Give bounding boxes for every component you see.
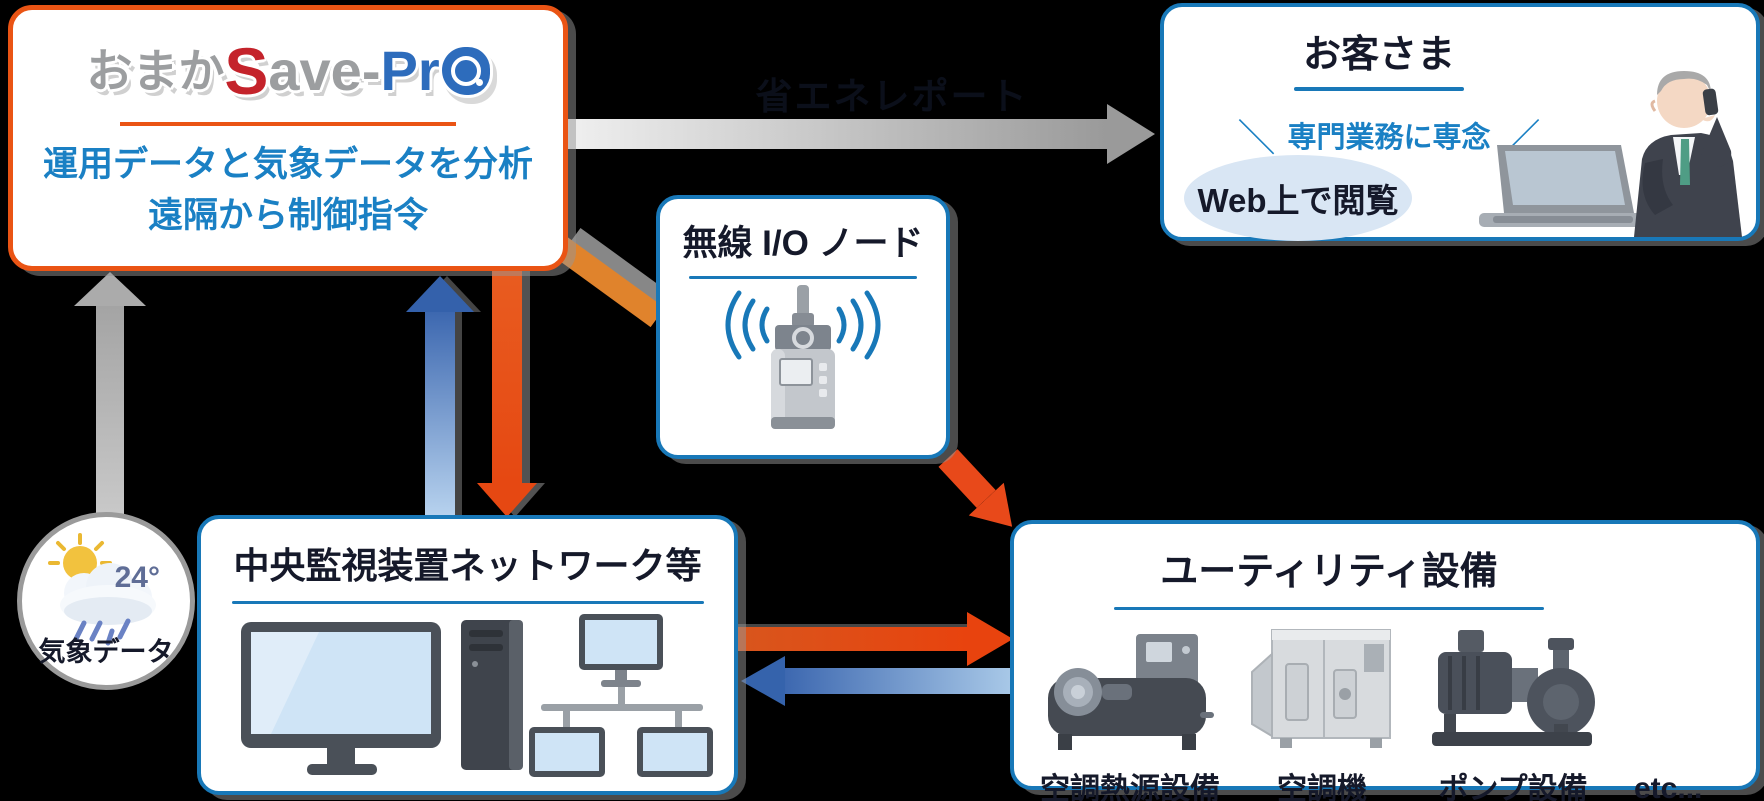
weather-data-circle: 24° 気象データ xyxy=(17,512,195,690)
weather-icon xyxy=(48,533,156,646)
arrow-cloud-to-customer xyxy=(540,104,1155,164)
customer-box: お客さま ＼ 専門業務に専念 ／ Web上で閲覧 xyxy=(1160,3,1760,241)
equipment-label: 空調熱源設備 xyxy=(1040,773,1220,801)
network-tree-icon xyxy=(528,614,713,777)
central-monitoring-box: 中央監視装置ネットワーク等 xyxy=(197,515,738,795)
wireless-device-icon xyxy=(725,285,881,429)
arrow-head-right-icon xyxy=(1107,104,1155,164)
orange-divider xyxy=(120,122,456,126)
arrow-shaft xyxy=(785,668,1013,694)
link-cloud-to-wireless xyxy=(551,236,665,328)
logo-text-s: S xyxy=(224,34,269,108)
signal-waves-left-icon xyxy=(725,290,770,360)
arrow-utility-to-monitoring xyxy=(741,656,1013,706)
monitoring-computers-illustration xyxy=(240,614,713,777)
report-label: 省エネレポート xyxy=(755,76,1029,117)
cloud-description: 運用データと気象データを分析 遠隔から制御指令 xyxy=(13,140,563,242)
customer-callout: ＼ 専門業務に専念 ／ xyxy=(1189,107,1589,162)
pump-icon xyxy=(1432,630,1595,746)
wireless-device-body xyxy=(771,285,835,429)
utility-title: ユーティリティ設備 xyxy=(1160,551,1498,593)
businessman-illustration xyxy=(1479,71,1742,237)
arrow-head-up-icon xyxy=(74,272,146,306)
arrow-shaft xyxy=(492,271,522,483)
arrow-weather-to-cloud xyxy=(74,272,146,518)
chiller-icon xyxy=(1048,634,1214,750)
omaka-save-pro-logo: おまか S ave- Pr xyxy=(13,30,563,112)
wireless-title: 無線 I/O ノード xyxy=(682,224,924,263)
businessman-figure xyxy=(1634,71,1742,237)
equipment-item: 空調熱源設備 xyxy=(1040,626,1220,801)
logo-text-ave: ave- xyxy=(268,39,381,102)
arrow-monitoring-to-cloud xyxy=(406,276,474,516)
equipment-item: 空調機 xyxy=(1246,620,1398,801)
title-underline xyxy=(1114,607,1544,610)
callout-text: 専門業務に専念 xyxy=(1287,121,1491,154)
equipment-item: ポンプ設備 xyxy=(1424,628,1602,801)
cloud-description-line1: 運用データと気象データを分析 xyxy=(42,145,533,184)
arrow-head-left-icon xyxy=(741,656,785,706)
logo-head-ring xyxy=(450,56,481,86)
arrow-shaft xyxy=(425,312,455,516)
logo-head-dot xyxy=(475,79,483,86)
cloud-service-box: おまか S ave- Pr 運用データと気象データを分析 遠隔から制御指令 xyxy=(8,5,568,271)
arrow-cloud-to-monitoring xyxy=(477,271,537,517)
utility-equipment-row: 空調熱源設備 空調機 xyxy=(1040,620,1756,801)
signal-waves-right-icon xyxy=(836,290,881,360)
logo-text-pr: Pr xyxy=(380,39,440,102)
wireless-io-node-box: 無線 I/O ノード xyxy=(656,195,950,459)
title-underline xyxy=(689,276,917,279)
arrow-head-up-icon xyxy=(406,276,474,312)
arrow-shaft xyxy=(540,119,1107,149)
web-view-text: Web上で閲覧 xyxy=(1197,182,1399,219)
arrow-shaft xyxy=(735,627,967,651)
slash-left-icon: ＼ xyxy=(1237,118,1276,160)
logo-text-prefix: おまか xyxy=(86,45,225,97)
utility-equipment-box: ユーティリティ設備 空調熱源設備 xyxy=(1010,520,1760,801)
equipment-label: 空調機 xyxy=(1277,773,1367,801)
weather-data-label: 気象データ xyxy=(38,637,174,667)
arrow-shaft xyxy=(96,306,124,518)
utility-header: ユーティリティ設備 xyxy=(1014,540,1644,610)
cloud-icon xyxy=(60,563,156,625)
rain-icon xyxy=(73,618,131,646)
air-handler-icon xyxy=(1251,629,1391,748)
etc-label: etc... xyxy=(1634,772,1703,801)
equipment-label: ポンプ設備 xyxy=(1438,773,1588,801)
arrow-head-down-icon xyxy=(477,483,537,517)
laptop-icon xyxy=(1479,145,1659,227)
title-underline xyxy=(231,601,704,604)
title-underline xyxy=(1294,87,1464,91)
desktop-pc-icon xyxy=(240,620,523,775)
cloud-description-line2: 遠隔から制御指令 xyxy=(147,195,428,235)
logo-head-icon xyxy=(441,47,490,95)
sun-icon xyxy=(48,533,112,580)
customer-title: お客さま xyxy=(1302,34,1455,76)
monitoring-title: 中央監視装置ネットワーク等 xyxy=(233,545,702,586)
web-view-bubble: Web上で閲覧 xyxy=(1184,155,1412,241)
arrow-monitoring-to-utility xyxy=(735,612,1013,666)
temperature-reading: 24° xyxy=(114,561,160,594)
